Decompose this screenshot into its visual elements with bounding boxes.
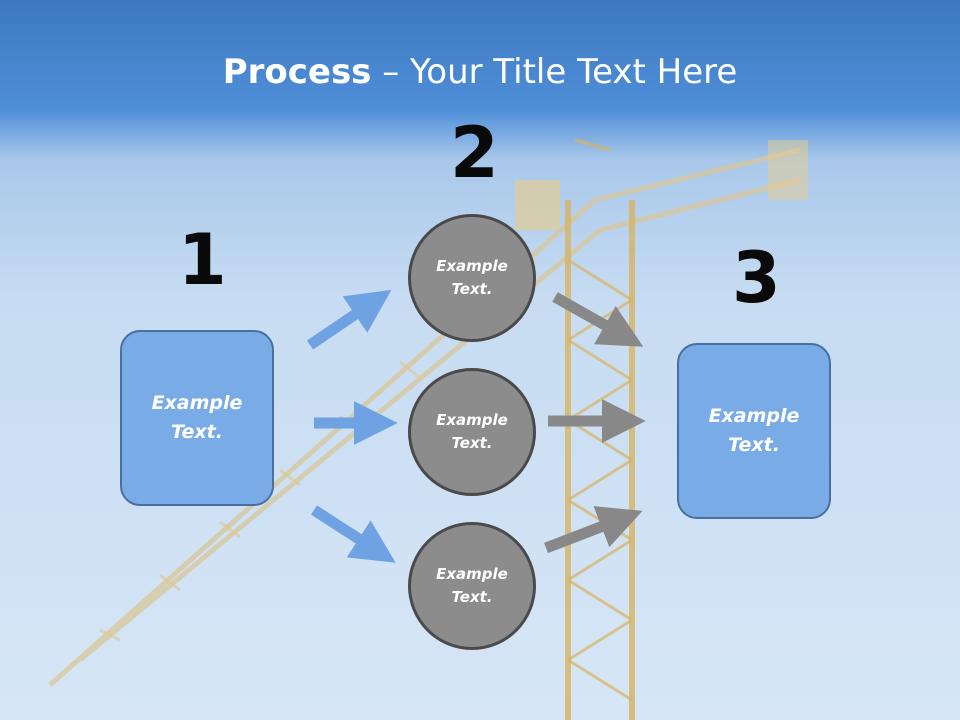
step-1-box: Example Text. [120, 330, 274, 506]
step-3-number: 3 [732, 237, 781, 319]
step-3-label: Example Text. [708, 405, 800, 456]
arrow-blue-up [306, 289, 392, 350]
arrow-blue-down [311, 505, 396, 563]
step-1-label: Example Text. [151, 392, 243, 443]
step-1-number: 1 [178, 219, 227, 301]
title-rest: – Your Title Text Here [371, 52, 738, 92]
circle-label: Example Text. [436, 257, 508, 298]
title-bold: Process [222, 52, 372, 92]
arrow-gray-down [552, 292, 644, 347]
circle-label: Example Text. [436, 411, 508, 452]
slide-title: Process – Your Title Text Here [0, 52, 960, 92]
circle-label: Example Text. [436, 565, 508, 606]
step-3-box: Example Text. [677, 343, 831, 519]
step-2-number: 2 [450, 112, 499, 194]
arrow-gray-up [544, 506, 643, 554]
step-2-circle-middle: Example Text. [408, 368, 536, 496]
step-2-circle-top: Example Text. [408, 214, 536, 342]
step-2-circle-bottom: Example Text. [408, 522, 536, 650]
